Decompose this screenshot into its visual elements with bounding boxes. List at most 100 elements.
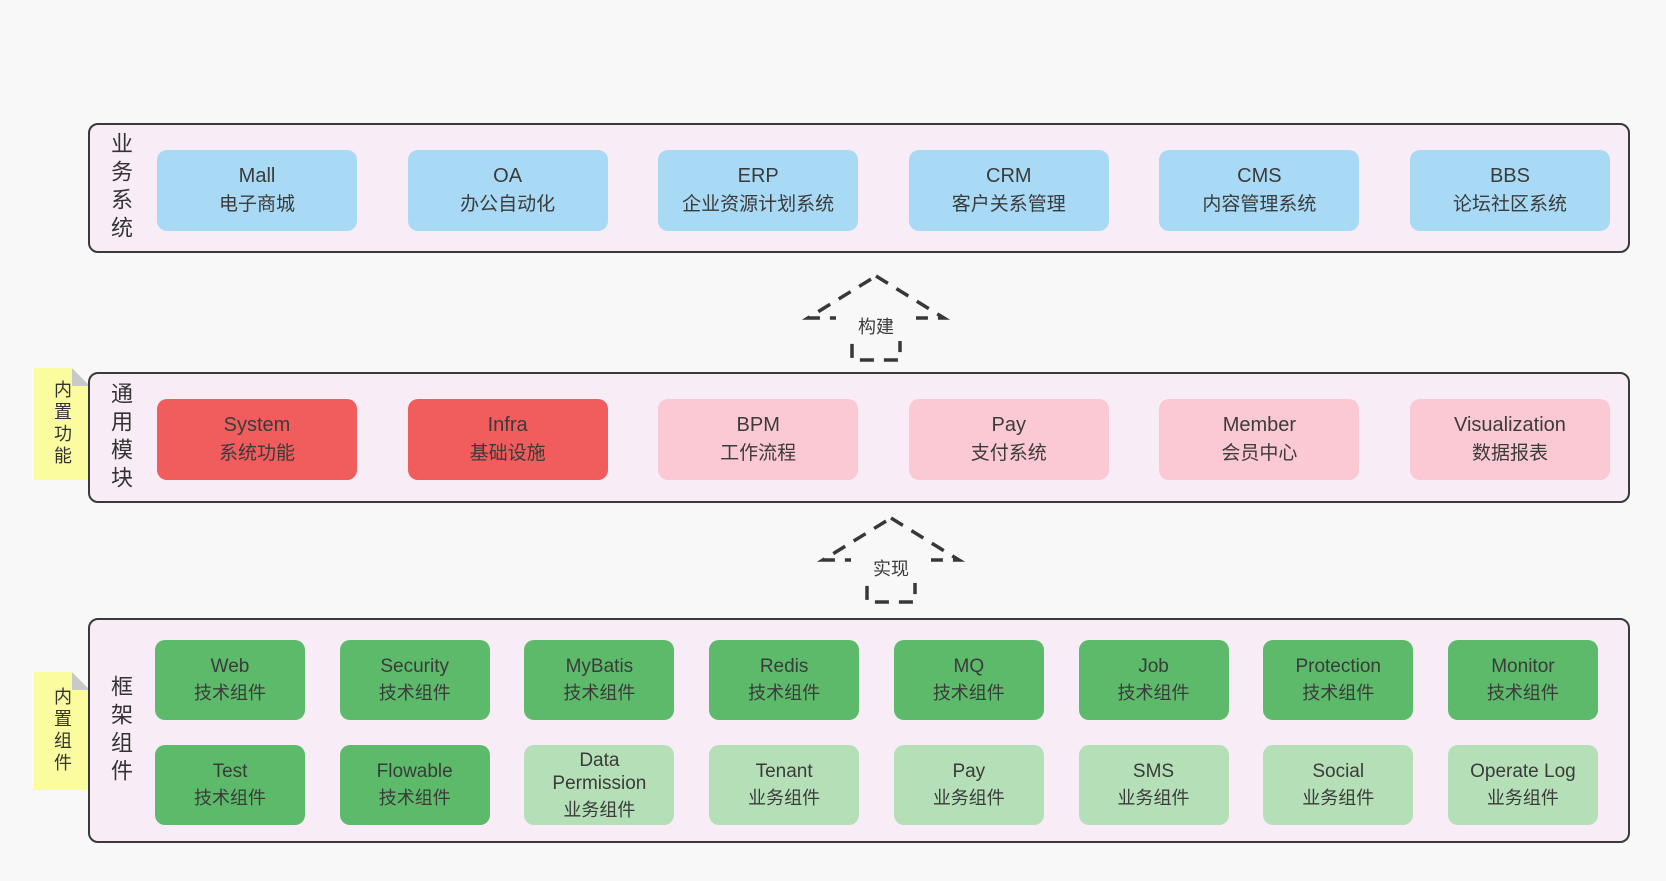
box-subtitle: 论坛社区系统	[1452, 194, 1567, 216]
box-subtitle: 技术组件	[194, 683, 266, 704]
box-subtitle: 业务组件	[1486, 788, 1559, 809]
box-subtitle: 系统功能	[218, 443, 295, 465]
box-visualization: Visualization 数据报表	[1409, 399, 1610, 480]
box-cms: CMS 内容管理系统	[1159, 150, 1360, 231]
box-subtitle: 内容管理系统	[1202, 194, 1317, 216]
band-title-framework-components: 框架组件	[108, 674, 133, 787]
box-infra: Infra 基础设施	[407, 399, 608, 480]
box-security: Security 技术组件	[339, 640, 490, 720]
note-built-in-features: 内置功能	[34, 368, 90, 480]
arrow-label-build: 构建	[836, 311, 916, 341]
up-arrow-build-icon	[801, 273, 951, 362]
box-subtitle: 办公自动化	[460, 194, 556, 216]
box-protection: Protection 技术组件	[1263, 640, 1414, 720]
box-mq: MQ 技术组件	[893, 640, 1044, 720]
box-subtitle: 业务组件	[932, 788, 1005, 809]
box-subtitle: 业务组件	[748, 788, 821, 809]
box-mall: Mall 电子商城	[157, 150, 357, 231]
box-title: BBS	[1489, 165, 1530, 188]
arrow-label-implement: 实现	[851, 553, 931, 583]
box-subtitle: 企业资源计划系统	[682, 194, 835, 216]
band-business-systems: 业务系统 Mall 电子商城 OA 办公自动化 ERP 企业资源计划系统 CRM…	[88, 123, 1630, 253]
up-arrow-implement-icon	[816, 515, 966, 604]
box-title: SMS	[1132, 761, 1175, 783]
box-member: Member 会员中心	[1159, 399, 1360, 480]
box-subtitle: 技术组件	[1302, 683, 1375, 704]
box-redis: Redis 技术组件	[709, 640, 860, 720]
band-row: Mall 电子商城 OA 办公自动化 ERP 企业资源计划系统 CRM 客户关系…	[157, 150, 1610, 231]
band-framework-components: 框架组件 Web 技术组件 Security 技术组件 MyBatis 技术组件…	[88, 618, 1630, 843]
note-built-in-components: 内置组件	[34, 672, 90, 790]
box-subtitle: 技术组件	[1117, 683, 1190, 704]
band-common-modules: 通用模块 System 系统功能 Infra 基础设施 BPM 工作流程 Pay…	[88, 372, 1630, 503]
box-subtitle: 电子商城	[218, 194, 295, 216]
box-subtitle: 技术组件	[194, 788, 266, 809]
box-mybatis: MyBatis 技术组件	[524, 640, 675, 720]
box-title: Member	[1222, 414, 1297, 437]
box-subtitle: 客户关系管理	[951, 194, 1066, 216]
box-title: Redis	[759, 656, 809, 678]
box-bpm: BPM 工作流程	[658, 399, 859, 480]
box-title: MyBatis	[565, 656, 634, 678]
box-pay-business: Pay 业务组件	[893, 745, 1044, 825]
box-title: OA	[493, 165, 523, 188]
box-subtitle: 基础设施	[469, 443, 546, 465]
box-title: Web	[210, 656, 250, 678]
box-subtitle: 技术组件	[378, 788, 451, 809]
box-subtitle: 业务组件	[563, 800, 636, 820]
box-bbs: BBS 论坛社区系统	[1409, 150, 1610, 231]
box-tenant: Tenant 业务组件	[709, 745, 860, 825]
box-title: Protection	[1295, 656, 1381, 678]
box-sms: SMS 业务组件	[1078, 745, 1229, 825]
box-subtitle: 会员中心	[1221, 443, 1298, 465]
box-title: Operate Log	[1470, 761, 1576, 783]
box-operate-log: Operate Log 业务组件	[1447, 745, 1598, 825]
box-title: Mall	[238, 165, 276, 188]
note-label: 内置组件	[52, 687, 72, 775]
box-title: MQ	[953, 656, 985, 678]
box-title: Pay	[991, 414, 1027, 437]
box-title: CMS	[1237, 165, 1282, 188]
box-job: Job 技术组件	[1078, 640, 1229, 720]
box-title: Job	[1138, 656, 1169, 678]
box-title: BPM	[736, 414, 780, 437]
box-title: Data Permission	[552, 749, 647, 795]
box-subtitle: 业务组件	[1302, 788, 1375, 809]
box-title: Monitor	[1491, 656, 1555, 678]
box-subtitle: 技术组件	[563, 683, 636, 704]
box-subtitle: 数据报表	[1471, 443, 1548, 465]
band-row: Test 技术组件 Flowable 技术组件 Data Permission …	[155, 745, 1598, 825]
box-web: Web 技术组件	[155, 640, 305, 720]
box-title: Infra	[487, 414, 528, 437]
box-title: ERP	[737, 165, 779, 188]
band-row: Web 技术组件 Security 技术组件 MyBatis 技术组件 Redi…	[155, 640, 1598, 720]
box-title: CRM	[986, 165, 1032, 188]
box-subtitle: 技术组件	[378, 683, 451, 704]
box-system: System 系统功能	[157, 399, 357, 480]
box-subtitle: 技术组件	[748, 683, 821, 704]
box-title: Tenant	[755, 761, 813, 783]
box-title: Pay	[952, 761, 986, 783]
box-erp: ERP 企业资源计划系统	[658, 150, 859, 231]
box-title: Social	[1312, 761, 1365, 783]
box-pay: Pay 支付系统	[908, 399, 1109, 480]
box-subtitle: 技术组件	[1486, 683, 1559, 704]
band-row: System 系统功能 Infra 基础设施 BPM 工作流程 Pay 支付系统…	[157, 399, 1610, 480]
box-test: Test 技术组件	[155, 745, 305, 825]
band-title-business-systems: 业务系统	[108, 132, 133, 244]
band-title-common-modules: 通用模块	[108, 381, 133, 494]
box-subtitle: 工作流程	[720, 443, 797, 465]
box-oa: OA 办公自动化	[407, 150, 608, 231]
box-title: Security	[380, 656, 450, 678]
box-flowable: Flowable 技术组件	[339, 745, 490, 825]
box-subtitle: 技术组件	[932, 683, 1005, 704]
box-crm: CRM 客户关系管理	[908, 150, 1109, 231]
box-subtitle: 业务组件	[1117, 788, 1190, 809]
box-title: Flowable	[376, 761, 453, 783]
box-data-permission: Data Permission 业务组件	[524, 745, 675, 825]
box-monitor: Monitor 技术组件	[1447, 640, 1598, 720]
box-title: System	[223, 414, 291, 437]
box-social: Social 业务组件	[1263, 745, 1414, 825]
note-label: 内置功能	[52, 380, 72, 468]
